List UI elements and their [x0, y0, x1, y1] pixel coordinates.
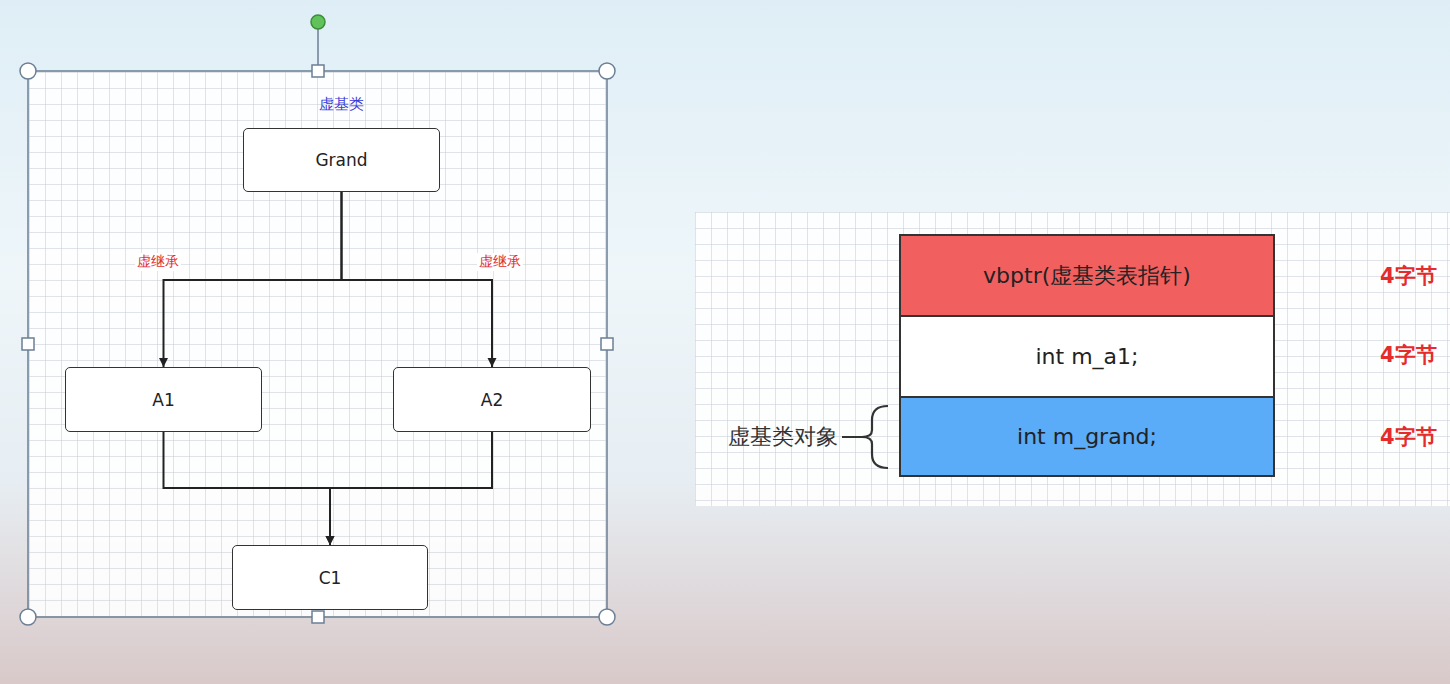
memory-cell: vbptr(虚基类表指针): [899, 234, 1275, 317]
heading-label: 虚基类: [319, 95, 364, 114]
size-label: 4字节: [1380, 341, 1437, 369]
edge-label: 虚继承: [477, 253, 523, 271]
class-box: A1: [65, 367, 262, 432]
edge-label: 虚继承: [135, 253, 181, 271]
memory-cell: int m_grand;: [899, 396, 1275, 477]
class-box: 虚基类Grand: [243, 128, 440, 192]
node-text: Grand: [315, 150, 367, 170]
node-text: int m_grand;: [1017, 424, 1157, 449]
size-label: 4字节: [1380, 423, 1437, 451]
node-text: C1: [319, 568, 342, 588]
inheritance-arrow: [342, 192, 493, 367]
memory-cell: int m_a1;: [899, 315, 1275, 398]
inheritance-arrow: [330, 432, 492, 545]
node-text: A1: [152, 390, 174, 410]
class-box: C1: [232, 545, 428, 610]
node-text: vbptr(虚基类表指针): [983, 261, 1191, 291]
size-label: 4字节: [1380, 262, 1437, 290]
bracket-label: 虚基类对象: [728, 422, 838, 452]
class-box: A2: [393, 367, 591, 432]
node-text: int m_a1;: [1036, 344, 1139, 369]
node-text: A2: [481, 390, 503, 410]
inheritance-arrow: [164, 192, 342, 367]
inheritance-arrow: [164, 432, 331, 545]
